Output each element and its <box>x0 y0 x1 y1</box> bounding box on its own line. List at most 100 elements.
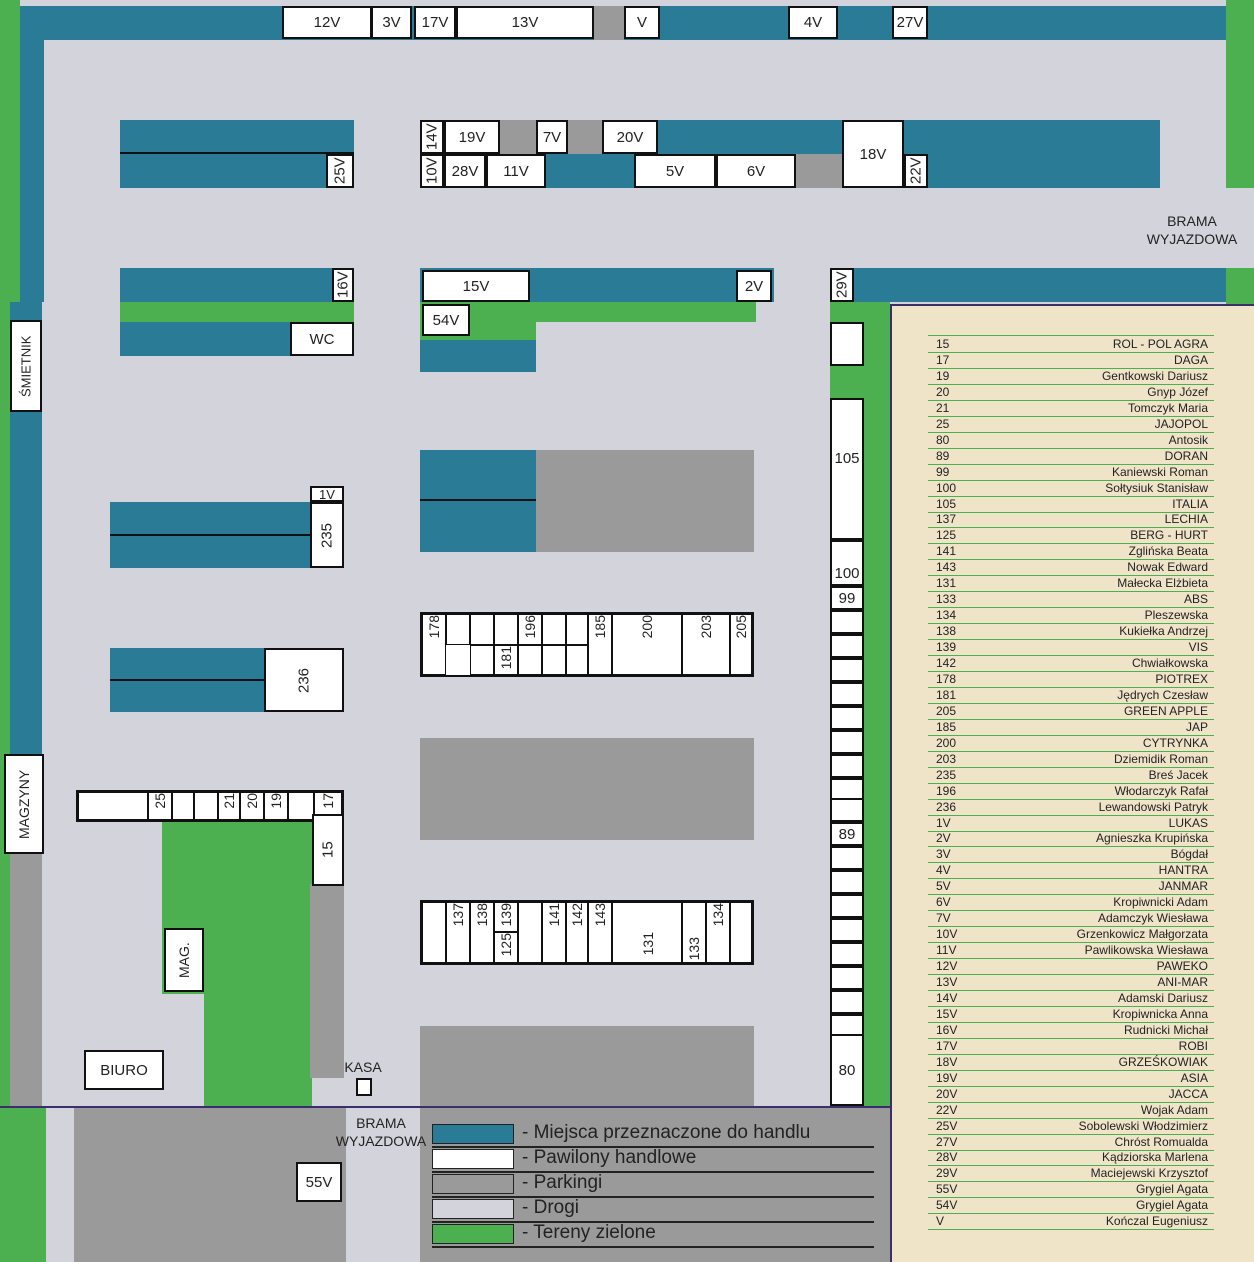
pavilion-cell[interactable] <box>172 792 194 820</box>
pavilion-cell[interactable] <box>830 682 864 706</box>
stand-15v[interactable]: 15V <box>422 270 530 302</box>
pavilion-cell[interactable] <box>470 645 494 675</box>
stand-12v[interactable]: 12V <box>282 6 372 39</box>
stand-4v[interactable]: 4V <box>788 6 838 39</box>
pavilion-cell[interactable] <box>830 730 864 754</box>
kasa-building[interactable] <box>356 1078 372 1096</box>
pavilion-25[interactable]: 25 <box>148 792 172 820</box>
pavilion-cell[interactable] <box>830 894 864 918</box>
pavilion-cell[interactable] <box>830 754 864 778</box>
pavilion-cell[interactable] <box>446 614 470 645</box>
stand-236[interactable]: 236 <box>264 648 344 712</box>
pavilion-80[interactable]: 80 <box>830 1034 864 1106</box>
pavilion-cell[interactable] <box>830 918 864 942</box>
pavilion-cell[interactable] <box>566 614 588 645</box>
stand-22v[interactable]: 22V <box>904 154 928 188</box>
pavilion-15[interactable]: 15 <box>312 814 344 886</box>
stand-54v[interactable]: 54V <box>422 304 470 336</box>
stand-28v[interactable]: 28V <box>444 154 486 188</box>
stand-25v[interactable]: 25V <box>326 154 354 188</box>
stand-11v[interactable]: 11V <box>486 154 546 188</box>
pavilion-181[interactable]: 181 <box>494 645 518 675</box>
pavilion-cell[interactable] <box>730 902 752 963</box>
tenant-name: Kropiwnicka Anna <box>1112 1006 1208 1021</box>
stand-55v[interactable]: 55V <box>296 1162 342 1202</box>
pavilion-cell[interactable] <box>830 634 864 658</box>
pavilion-134[interactable]: 134 <box>706 902 730 963</box>
pavilion-89[interactable]: 89 <box>830 822 864 846</box>
stand-27v[interactable]: 27V <box>892 6 928 39</box>
pavilion-cell[interactable] <box>830 798 864 822</box>
stand-19v[interactable]: 19V <box>444 120 500 154</box>
stand-6v[interactable]: 6V <box>716 154 796 188</box>
pavilion-196[interactable]: 196 <box>518 614 542 645</box>
pavilion-21[interactable]: 21 <box>218 792 240 820</box>
smietnik-building[interactable]: ŚMIETNIK <box>10 320 42 412</box>
parking-b2 <box>568 120 602 154</box>
tenant-name: Grygiel Agata <box>1135 1182 1208 1197</box>
pavilion-133[interactable]: 133 <box>682 902 706 963</box>
pavilion-139[interactable]: 139 <box>494 902 518 932</box>
mag-building[interactable]: MAG. <box>164 928 204 992</box>
pavilion-cell[interactable] <box>830 610 864 634</box>
pavilion-cell[interactable] <box>830 706 864 730</box>
pavilion-138[interactable]: 138 <box>470 902 494 963</box>
pavilion-100[interactable]: 100 <box>830 540 864 586</box>
pavilion-178[interactable]: 178 <box>422 614 446 675</box>
stand-1v[interactable]: 1V <box>310 486 344 502</box>
pavilion-cell[interactable] <box>542 614 566 645</box>
stand-16v[interactable]: 16V <box>332 268 354 302</box>
stand-10v[interactable]: 10V <box>420 154 444 188</box>
pavilion-cell[interactable] <box>422 902 446 963</box>
pavilion-cell[interactable] <box>542 645 566 675</box>
pavilion-20[interactable]: 20 <box>240 792 264 820</box>
stand-5v[interactable]: 5V <box>634 154 716 188</box>
pavilion-203[interactable]: 203 <box>682 614 730 675</box>
pavilion-cell[interactable] <box>830 870 864 894</box>
stand-3v[interactable]: 3V <box>371 6 412 39</box>
pavilion-cell[interactable] <box>470 614 494 645</box>
pavilion-19[interactable]: 19 <box>264 792 288 820</box>
pavilion-cell[interactable] <box>566 645 588 675</box>
stand-20v[interactable]: 20V <box>602 120 658 154</box>
stand-18v[interactable]: 18V <box>842 120 904 188</box>
pavilion-cell[interactable] <box>194 792 218 820</box>
pavilion-205[interactable]: 205 <box>730 614 752 675</box>
tenant-name: Małecka Elżbieta <box>1117 576 1208 591</box>
stand-13v[interactable]: 13V <box>456 6 594 39</box>
pavilion-cell[interactable] <box>494 614 518 645</box>
stand-235[interactable]: 235 <box>310 502 344 568</box>
pavilion-143[interactable]: 143 <box>588 902 612 963</box>
pavilion-cell[interactable] <box>288 792 314 820</box>
pavilion-cell[interactable] <box>518 902 542 963</box>
biuro-building[interactable]: BIURO <box>84 1050 164 1090</box>
magazyny-building[interactable]: MAGZYNY <box>4 754 44 854</box>
pavilion-cell[interactable] <box>830 846 864 870</box>
stand-14v[interactable]: 14V <box>420 120 444 154</box>
pavilion-142[interactable]: 142 <box>566 902 588 963</box>
pavilion-105[interactable]: 105 <box>830 398 864 540</box>
pavilion-cell[interactable] <box>78 792 148 820</box>
pavilion-99[interactable]: 99 <box>830 586 864 610</box>
stand-wc[interactable]: WC <box>290 322 354 356</box>
pavilion-125[interactable]: 125 <box>494 932 518 963</box>
stand-v[interactable]: V <box>624 6 660 39</box>
stand-17v[interactable]: 17V <box>414 6 456 39</box>
pavilion-131-block[interactable] <box>612 902 682 963</box>
pavilion-cell[interactable] <box>518 645 542 675</box>
pavilion-cell[interactable] <box>830 942 864 966</box>
stand-29v[interactable]: 29V <box>830 268 854 302</box>
pavilion-cell[interactable] <box>830 990 864 1014</box>
pavilion-137[interactable]: 137 <box>446 902 470 963</box>
stand-2v[interactable]: 2V <box>736 270 772 302</box>
pavilion-185[interactable]: 185 <box>588 614 612 675</box>
pavilion-141[interactable]: 141 <box>542 902 566 963</box>
pavilion-cell[interactable] <box>830 658 864 682</box>
pavilion-200[interactable]: 200 <box>612 614 682 675</box>
stand-7v[interactable]: 7V <box>536 120 568 154</box>
stand-blank-top[interactable] <box>830 322 864 366</box>
pavilion-cell[interactable] <box>830 966 864 990</box>
